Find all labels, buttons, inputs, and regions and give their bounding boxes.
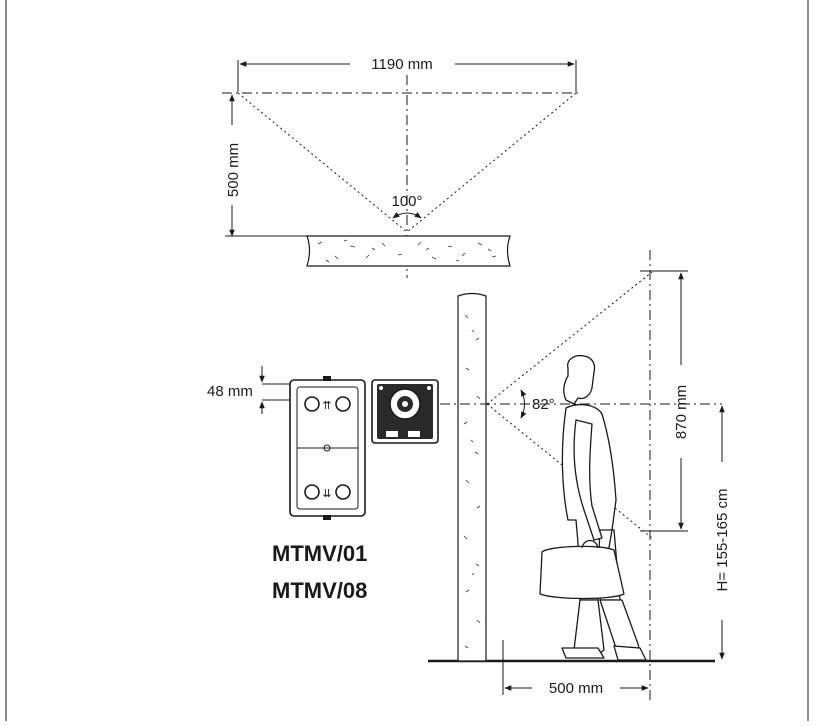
field-height-label: 870 mm bbox=[673, 385, 690, 439]
person-arm bbox=[573, 419, 603, 541]
offset-label: 48 mm bbox=[207, 383, 253, 400]
wall-plan bbox=[306, 235, 511, 267]
side-view: 82° 870 mm H= 155-165 cm 500 mm 48 mm bbox=[207, 250, 731, 700]
camera-module bbox=[371, 379, 439, 444]
field-ray-left bbox=[237, 92, 408, 233]
field-ray-right bbox=[406, 92, 577, 233]
person-head bbox=[563, 354, 596, 405]
model-label-1: MTMV/01 bbox=[272, 541, 367, 566]
angle-label: 100° bbox=[391, 193, 422, 210]
distance-label: 500 mm bbox=[549, 680, 603, 697]
person-figure bbox=[539, 354, 647, 661]
top-view: 1190 mm 100° 500 mm bbox=[222, 56, 578, 278]
person-shoe-front bbox=[613, 645, 647, 661]
side-angle-label: 82° bbox=[532, 396, 555, 413]
side-angle-arc bbox=[520, 389, 527, 419]
wall-column bbox=[457, 292, 487, 662]
depth-label: 500 mm bbox=[225, 143, 242, 197]
svg-text:⇊: ⇊ bbox=[322, 488, 331, 500]
briefcase-icon bbox=[539, 545, 625, 600]
model-label-2: MTMV/08 bbox=[272, 578, 367, 603]
mtmv-module-frame: ⇈ ⇊ bbox=[289, 376, 366, 520]
width-label: 1190 mm bbox=[371, 56, 432, 73]
svg-text:⇈: ⇈ bbox=[322, 400, 331, 412]
mount-height-label: H= 155-165 cm bbox=[714, 489, 731, 592]
fov-ray-upper bbox=[486, 271, 653, 405]
angle-arc bbox=[392, 212, 422, 219]
person-shoe-back bbox=[561, 647, 605, 659]
person-leg-front bbox=[599, 599, 641, 653]
